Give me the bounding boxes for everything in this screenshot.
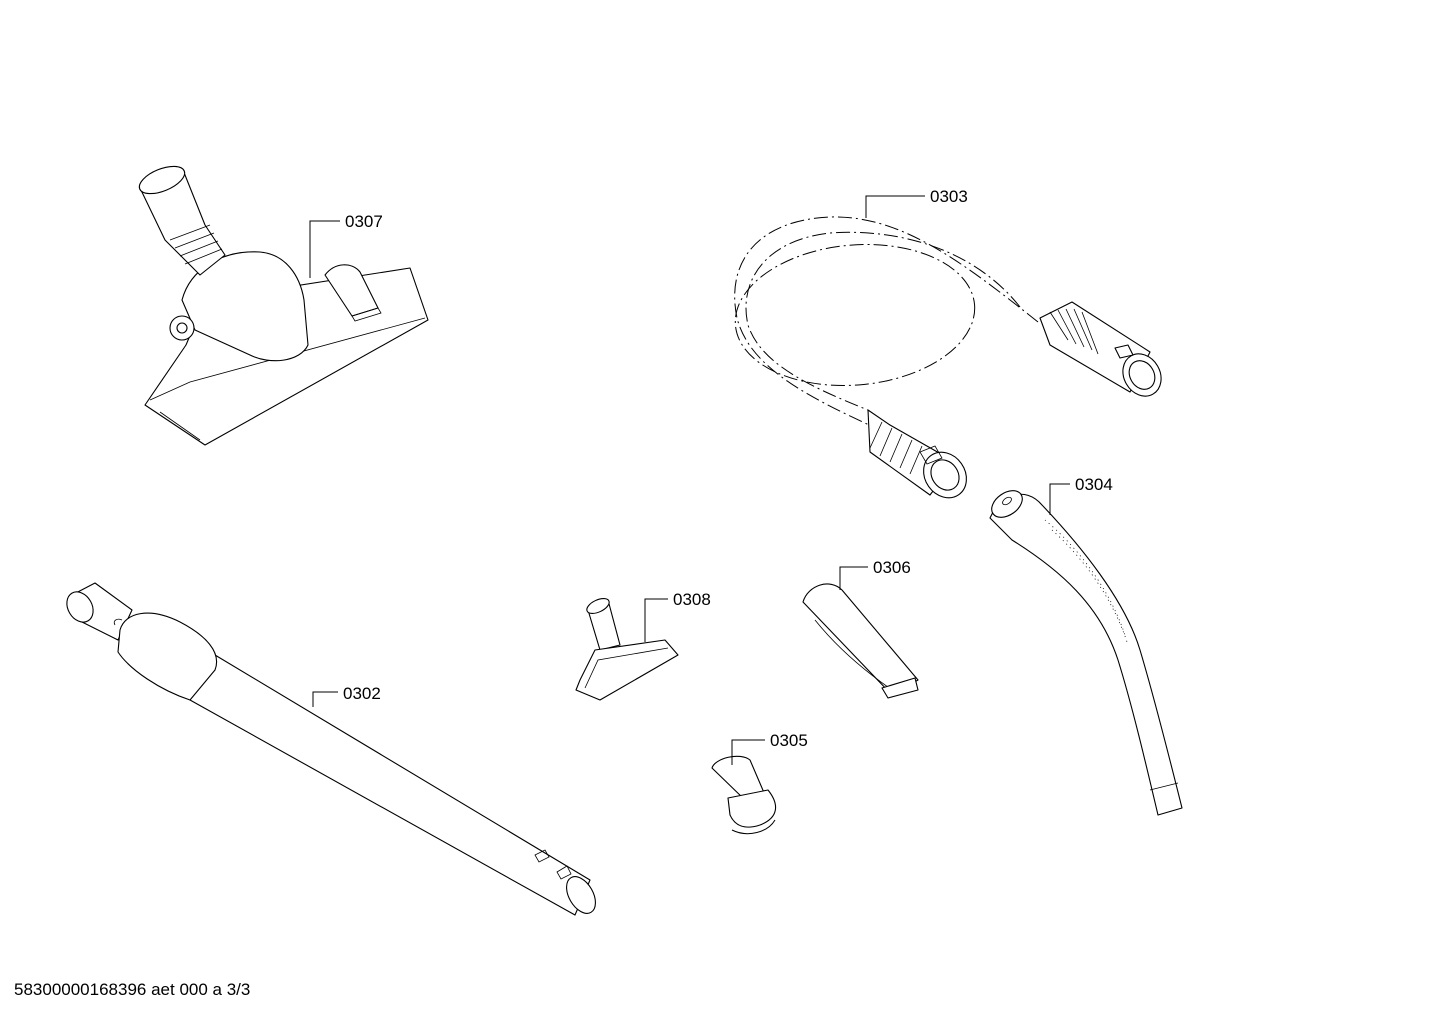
crevice-nozzle-part (802, 583, 919, 699)
callout-0304: 0304 (1049, 475, 1113, 515)
floor-nozzle-part (138, 165, 429, 446)
document-reference: 58300000168396 aet 000 a 3/3 (14, 980, 251, 999)
callout-0302: 0302 (312, 684, 381, 707)
callout-0306: 0306 (839, 558, 911, 590)
callout-label-0305: 0305 (770, 731, 808, 750)
brush-nozzle-part (711, 755, 777, 835)
callout-label-0307: 0307 (345, 212, 383, 231)
hose-handle-part (989, 490, 1183, 816)
telescopic-tube-part (66, 582, 596, 916)
callout-label-0303: 0303 (930, 187, 968, 206)
callout-label-0308: 0308 (673, 590, 711, 609)
callout-label-0302: 0302 (343, 684, 381, 703)
callout-label-0306: 0306 (873, 558, 911, 577)
callout-0303: 0303 (865, 187, 968, 218)
callout-0307: 0307 (309, 212, 383, 278)
upholstery-nozzle-part (575, 598, 679, 701)
suction-hose-part (734, 216, 1162, 499)
callout-0308: 0308 (644, 590, 711, 642)
callout-0305: 0305 (731, 731, 808, 765)
callout-label-0304: 0304 (1075, 475, 1113, 494)
